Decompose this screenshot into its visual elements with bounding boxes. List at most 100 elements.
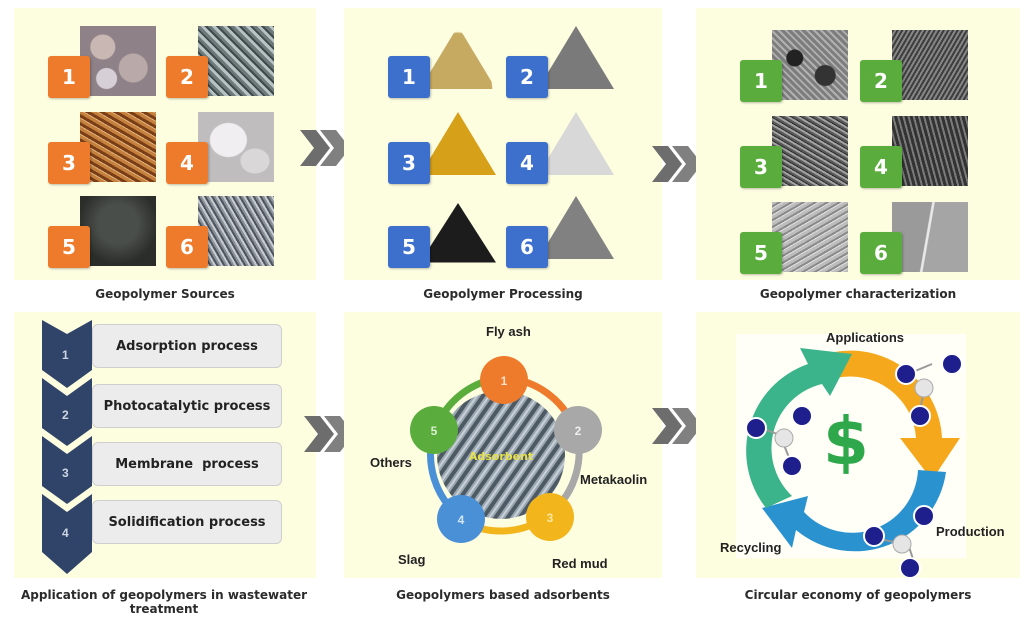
processing-badge-3: 3 xyxy=(388,142,430,184)
applications-arrow xyxy=(834,350,960,480)
label-production: Production xyxy=(936,524,1005,539)
label-applications: Applications xyxy=(826,330,905,345)
white-stones-image xyxy=(198,112,274,182)
characterization-item-2: 2 xyxy=(860,30,968,102)
node-slag: 4 xyxy=(437,495,485,543)
label-metakaolin: Metakaolin xyxy=(580,472,648,487)
source-badge-3: 3 xyxy=(48,142,90,184)
step-adsorption: Adsorption process xyxy=(92,324,282,368)
processing-item-1: 1 xyxy=(388,26,496,98)
chevron-arrow-icon xyxy=(300,130,350,166)
grey-powder-image xyxy=(538,196,614,259)
step-chevron-strip xyxy=(42,320,92,574)
molecule-icon xyxy=(895,353,963,427)
yellow-powder-image xyxy=(420,112,496,175)
node-number: 3 xyxy=(547,511,554,525)
pebbles-image xyxy=(80,26,156,96)
grey-granules-image xyxy=(198,196,274,266)
step-chevron-2 xyxy=(42,378,92,446)
source-badge-5: 5 xyxy=(48,226,90,268)
sem-image xyxy=(892,30,968,100)
gravel-image xyxy=(198,26,274,96)
node-others: 5 xyxy=(410,406,458,454)
source-item-3: 3 xyxy=(48,112,156,184)
sem-image xyxy=(772,202,848,272)
source-item-4: 4 xyxy=(166,112,274,184)
chevron-arrow-icon xyxy=(652,408,702,444)
processing-caption: Geopolymer Processing xyxy=(423,287,583,301)
sources-panel: 1 2 3 4 5 6 xyxy=(14,8,316,280)
white-powder-image xyxy=(538,112,614,175)
label-fly-ash: Fly ash xyxy=(486,324,531,339)
step-membrane: Membrane process xyxy=(92,442,282,486)
source-badge-1: 1 xyxy=(48,56,90,98)
dollar-icon: $ xyxy=(823,403,869,480)
source-badge-6: 6 xyxy=(166,226,208,268)
processing-item-2: 2 xyxy=(506,26,614,98)
source-badge-4: 4 xyxy=(166,142,208,184)
characterization-panel: 1 2 3 4 5 6 xyxy=(696,8,1020,280)
processing-badge-1: 1 xyxy=(388,56,430,98)
characterization-item-4: 4 xyxy=(860,116,968,188)
chevron-arrow-icon xyxy=(652,146,702,182)
wastewater-caption: Application of geopolymers in wastewater… xyxy=(21,588,307,616)
node-red-mud: 3 xyxy=(526,493,574,541)
source-item-5: 5 xyxy=(48,196,156,268)
label-recycling: Recycling xyxy=(720,540,782,555)
characterization-badge-4: 4 xyxy=(860,146,902,188)
characterization-badge-2: 2 xyxy=(860,60,902,102)
tan-powder-image xyxy=(420,26,496,89)
step-number-2: 2 xyxy=(62,408,69,422)
characterization-item-1: 1 xyxy=(740,30,848,102)
node-number: 5 xyxy=(431,424,438,438)
characterization-item-5: 5 xyxy=(740,202,848,274)
circular-panel: $ Applications Production Recy xyxy=(696,312,1020,578)
production-arrow xyxy=(762,470,946,552)
source-badge-2: 2 xyxy=(166,56,208,98)
processing-badge-5: 5 xyxy=(388,226,430,268)
center-gravel-image xyxy=(437,391,565,519)
adsorbents-caption: Geopolymers based adsorbents xyxy=(396,588,610,602)
step-photocatalytic: Photocatalytic process xyxy=(92,384,282,428)
processing-item-6: 6 xyxy=(506,196,614,268)
processing-panel: 1 2 3 4 5 6 xyxy=(344,8,662,280)
processing-badge-6: 6 xyxy=(506,226,548,268)
sources-caption: Geopolymer Sources xyxy=(95,287,235,301)
step-chevron-3 xyxy=(42,436,92,504)
processing-item-4: 4 xyxy=(506,112,614,184)
node-metakaolin: 2 xyxy=(554,406,602,454)
circular-economy-diagram: $ xyxy=(736,334,966,578)
recycling-arrow xyxy=(746,348,852,508)
adsorbents-diagram: Adsorbent 1 2 3 4 5 xyxy=(410,356,602,543)
node-number: 4 xyxy=(458,513,465,527)
processing-badge-2: 2 xyxy=(506,56,548,98)
characterization-caption: Geopolymer characterization xyxy=(759,287,957,301)
characterization-badge-3: 3 xyxy=(740,146,782,188)
sem-image xyxy=(772,30,848,100)
step-chevron-1 xyxy=(42,320,92,388)
processing-item-3: 3 xyxy=(388,112,496,184)
label-red-mud: Red mud xyxy=(552,556,608,571)
sem-image xyxy=(892,116,968,186)
label-others: Others xyxy=(370,455,412,470)
step-number-4: 4 xyxy=(62,526,69,540)
adsorbents-panel: Adsorbent 1 2 3 4 5 Fly ash Metakaolin R… xyxy=(344,312,662,578)
characterization-badge-6: 6 xyxy=(860,232,902,274)
characterization-item-3: 3 xyxy=(740,116,848,188)
circular-caption: Circular economy of geopolymers xyxy=(744,588,972,602)
source-item-1: 1 xyxy=(48,26,156,98)
sem-image xyxy=(772,116,848,186)
sem-image xyxy=(892,202,968,272)
label-slag: Slag xyxy=(398,552,426,567)
step-solidification: Solidification process xyxy=(92,500,282,544)
wastewater-panel: 1 2 3 4 Adsorption process Photocatalyti… xyxy=(14,312,316,578)
node-fly-ash: 1 xyxy=(480,356,528,404)
source-item-2: 2 xyxy=(166,26,274,98)
source-item-6: 6 xyxy=(166,196,274,268)
processing-badge-4: 4 xyxy=(506,142,548,184)
grey-powder-image xyxy=(538,26,614,89)
processing-item-5: 5 xyxy=(388,196,496,268)
node-number: 1 xyxy=(501,374,508,388)
step-chevron-4 xyxy=(42,494,92,574)
characterization-item-6: 6 xyxy=(860,202,968,274)
